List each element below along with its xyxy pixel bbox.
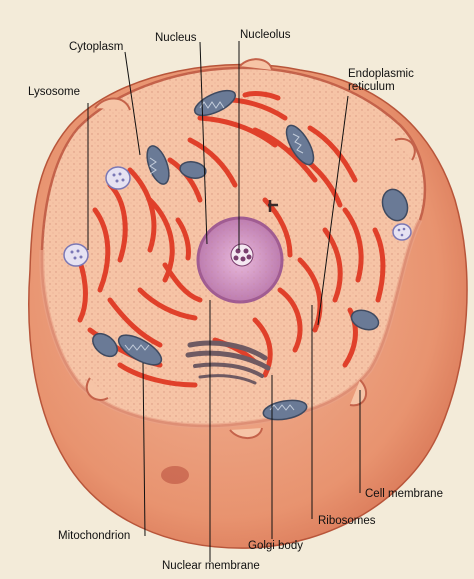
label-cell-membrane: Cell membrane <box>365 488 443 500</box>
endoplasmic-reticulum-strands <box>72 91 386 388</box>
label-endoplasmic-line1: Endoplasmic <box>348 68 414 80</box>
label-nuclear-membrane: Nuclear membrane <box>162 560 260 572</box>
vesicle-spot <box>161 466 189 484</box>
centriole-shape <box>268 200 278 212</box>
lysosome-shapes <box>63 166 412 267</box>
label-nucleolus: Nucleolus <box>240 29 291 41</box>
label-nucleus: Nucleus <box>155 32 197 44</box>
nucleolus-shape <box>230 243 254 267</box>
golgi-body-shape <box>185 340 271 385</box>
leader-lines <box>87 41 361 562</box>
label-golgi-body: Golgi body <box>248 540 303 552</box>
cell-membrane-rim <box>39 218 423 429</box>
label-endoplasmic-line2: reticulum <box>348 81 395 93</box>
label-cytoplasm: Cytoplasm <box>69 41 124 53</box>
label-ribosomes: Ribosomes <box>318 515 376 527</box>
label-lysosome: Lysosome <box>28 86 80 98</box>
label-endoplasmic-reticulum: Endoplasmic reticulum <box>348 68 414 94</box>
label-mitochondrion: Mitochondrion <box>58 530 131 542</box>
